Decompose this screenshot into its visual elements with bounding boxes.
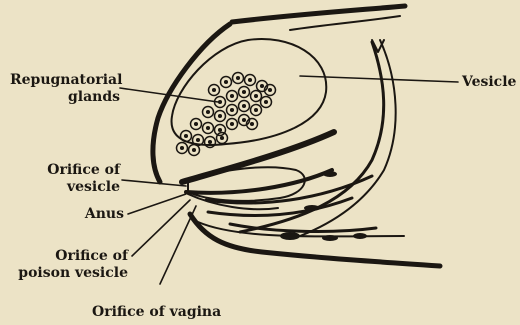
label-line: poison vesicle (8, 265, 128, 282)
gland-nucleus (255, 95, 258, 98)
gland-nucleus (195, 123, 198, 126)
label-orifice-of-poison-vesicle: Orifice of poison vesicle (8, 248, 128, 282)
gland-nucleus (197, 139, 200, 142)
pointer-orifice-vesicle (122, 180, 186, 186)
gland-nucleus (255, 109, 258, 112)
gland-nucleus (213, 89, 216, 92)
gland-nucleus (251, 123, 254, 126)
label-line: Repugnatorial (10, 72, 120, 89)
gland-nucleus (265, 101, 268, 104)
label-line: Orifice of (8, 248, 128, 265)
label-line: vesicle (20, 179, 120, 196)
gland-nucleus (243, 119, 246, 122)
label-vesicle: Vesicle (462, 74, 516, 91)
gland-nucleus (269, 89, 272, 92)
gland-nucleus (207, 127, 210, 130)
label-line: glands (10, 89, 120, 106)
gland-nucleus (225, 81, 228, 84)
gland-nucleus (237, 77, 240, 80)
pointer-orifice-vagina (160, 206, 196, 284)
ventral-wall (190, 214, 440, 266)
label-anus: Anus (40, 206, 124, 223)
label-line: Orifice of (20, 162, 120, 179)
gland-nucleus (185, 135, 188, 138)
gland-nucleus (209, 141, 212, 144)
gland-nucleus (261, 85, 264, 88)
label-orifice-of-vesicle: Orifice of vesicle (20, 162, 120, 196)
gland-nucleus (231, 95, 234, 98)
gland-nucleus (231, 109, 234, 112)
label-repugnatorial-glands: Repugnatorial glands (10, 72, 120, 106)
gland-nucleus (231, 123, 234, 126)
gland-nucleus (249, 79, 252, 82)
gland-nucleus (219, 115, 222, 118)
gland-nucleus (181, 147, 184, 150)
gland-nucleus (219, 101, 222, 104)
gland-nucleus (207, 111, 210, 114)
gland-nucleus (219, 129, 222, 132)
gland-nucleus (193, 149, 196, 152)
gland-nucleus (243, 91, 246, 94)
gland-nucleus (243, 105, 246, 108)
pointer-anus (128, 194, 186, 214)
label-orifice-of-vagina: Orifice of vagina (92, 304, 221, 321)
gland-nucleus (221, 137, 224, 140)
pointer-vesicle (300, 76, 458, 82)
pointer-orifice-poison (132, 200, 190, 256)
